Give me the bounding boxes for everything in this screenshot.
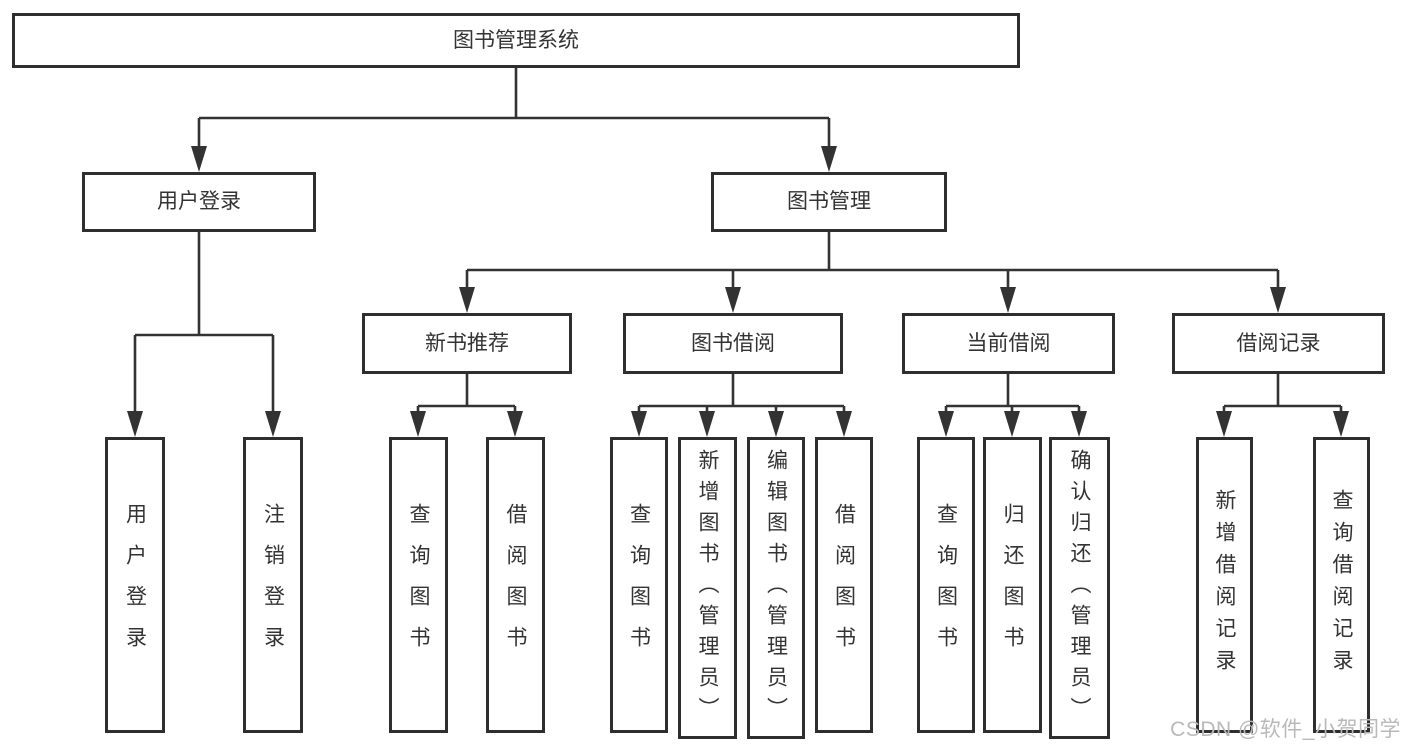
leaf-borrowing-borrow-books-label: 借阅图书 [832, 503, 856, 667]
node-book-borrowing-label: 图书借阅 [691, 331, 775, 355]
arrowhead-icon [265, 411, 281, 437]
arrowhead-icon [1000, 287, 1016, 313]
arrowhead-icon [1216, 411, 1232, 437]
node-user-login: 用户登录 [82, 172, 316, 232]
node-current-borrowing-label: 当前借阅 [966, 331, 1051, 355]
leaf-return-books: 归还图书 [983, 437, 1042, 733]
arrowhead-icon [699, 411, 715, 437]
leaf-logout: 注销登录 [243, 437, 303, 733]
leaf-add-book-admin: 新增图书（管理员） [678, 437, 737, 739]
node-book-management-label: 图书管理 [787, 190, 871, 214]
node-user-login-label: 用户登录 [157, 190, 241, 214]
arrowhead-icon [410, 411, 426, 437]
arrowhead-icon [938, 411, 954, 437]
node-root-label: 图书管理系统 [453, 28, 579, 52]
leaf-add-borrow-record: 新增借阅记录 [1196, 437, 1253, 733]
leaf-recommend-borrow-books: 借阅图书 [486, 437, 545, 733]
arrowhead-icon [1270, 287, 1286, 313]
leaf-confirm-return-admin-label: 确认归还（管理员） [1068, 448, 1091, 728]
leaf-logout-label: 注销登录 [261, 503, 285, 667]
leaf-edit-book-admin-label: 编辑图书（管理员） [764, 448, 788, 728]
leaf-current-query-books-label: 查询图书 [934, 503, 958, 667]
arrowhead-icon [631, 411, 647, 437]
leaf-borrowing-query-books: 查询图书 [610, 437, 668, 733]
arrowhead-icon [507, 411, 523, 437]
leaf-query-borrow-record-label: 查询借阅记录 [1330, 489, 1353, 681]
leaf-user-login: 用户登录 [105, 437, 165, 733]
leaf-current-query-books: 查询图书 [917, 437, 975, 733]
leaf-recommend-query-books-label: 查询图书 [407, 503, 430, 667]
arrowhead-icon [191, 146, 207, 172]
leaf-recommend-query-books: 查询图书 [389, 437, 448, 733]
leaf-add-book-admin-label: 新增图书（管理员） [696, 448, 719, 728]
arrowhead-icon [1004, 411, 1020, 437]
arrowhead-icon [1333, 411, 1349, 437]
arrowhead-icon [725, 287, 741, 313]
node-borrowing-records: 借阅记录 [1172, 313, 1385, 374]
arrowhead-icon [1071, 411, 1087, 437]
leaf-query-borrow-record: 查询借阅记录 [1313, 437, 1370, 733]
arrowhead-icon [821, 146, 837, 172]
arrowhead-icon [836, 411, 852, 437]
arrowhead-icon [459, 287, 475, 313]
leaf-user-login-label: 用户登录 [123, 503, 147, 667]
node-new-book-recommend-label: 新书推荐 [425, 331, 509, 355]
node-new-book-recommend: 新书推荐 [362, 313, 572, 374]
leaf-borrowing-borrow-books: 借阅图书 [815, 437, 873, 733]
leaf-return-books-label: 归还图书 [1001, 503, 1024, 667]
node-current-borrowing: 当前借阅 [902, 313, 1115, 374]
node-borrowing-records-label: 借阅记录 [1236, 331, 1321, 355]
leaf-edit-book-admin: 编辑图书（管理员） [747, 437, 805, 739]
csdn-watermark: CSDN @软件_小贺同学 [1170, 718, 1401, 741]
node-root: 图书管理系统 [12, 13, 1020, 68]
leaf-recommend-borrow-books-label: 借阅图书 [504, 503, 527, 667]
leaf-add-borrow-record-label: 新增借阅记录 [1213, 489, 1236, 681]
leaf-borrowing-query-books-label: 查询图书 [627, 503, 651, 667]
arrowhead-icon [127, 411, 143, 437]
node-book-management: 图书管理 [711, 172, 947, 232]
arrowhead-icon [768, 411, 784, 437]
leaf-confirm-return-admin: 确认归还（管理员） [1049, 437, 1110, 739]
node-book-borrowing: 图书借阅 [623, 313, 843, 374]
